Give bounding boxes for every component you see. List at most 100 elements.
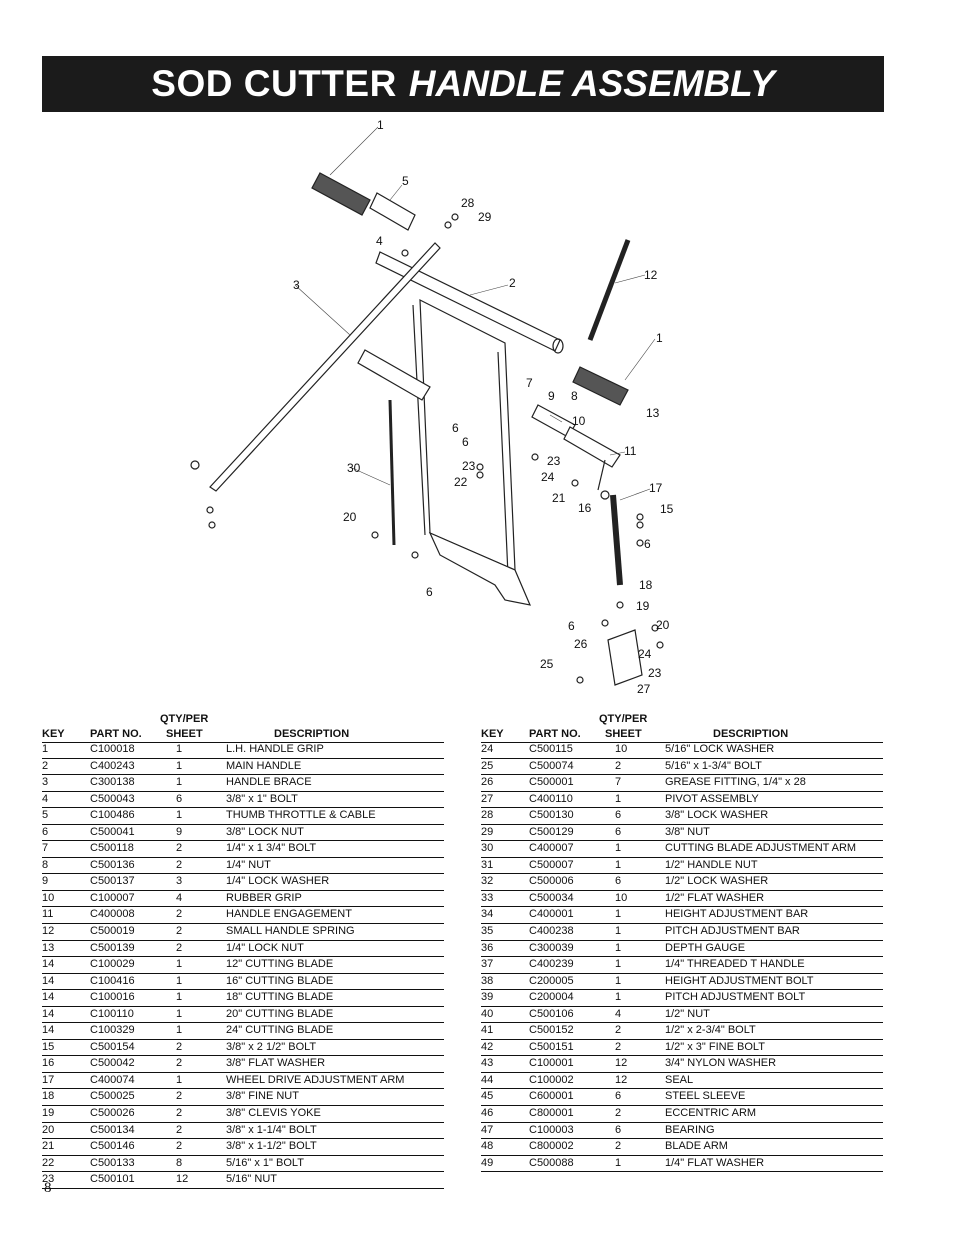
part-number-cell: C500152 — [529, 1024, 574, 1037]
description-cell: 3/8" x 1-1/2" BOLT — [226, 1140, 317, 1153]
callout-23b: 23 — [547, 454, 561, 468]
callout-19: 19 — [636, 599, 650, 613]
parts-table-right: QTY/PER KEY PART NO. SHEET DESCRIPTION 2… — [481, 712, 883, 1173]
part-number-cell: C500019 — [90, 925, 135, 938]
description-cell: 1/2" x 3" FINE BOLT — [665, 1040, 765, 1053]
header-sheet: SHEET — [605, 728, 642, 740]
frame-rails — [412, 304, 509, 576]
table-header: QTY/PER KEY PART NO. SHEET DESCRIPTION — [481, 712, 883, 743]
description-cell: STEEL SLEEVE — [665, 1090, 746, 1103]
qty-cell: 12 — [615, 1057, 628, 1070]
part-number-cell: C100016 — [90, 991, 135, 1004]
key-cell: 22 — [42, 1156, 55, 1169]
hardware-nut — [206, 506, 214, 514]
key-cell: 24 — [481, 743, 494, 755]
part-number-cell: C200004 — [529, 991, 574, 1004]
key-cell: 15 — [42, 1040, 55, 1053]
callout-13: 13 — [646, 406, 660, 420]
part-number-cell: C100486 — [90, 809, 135, 822]
header-description: DESCRIPTION — [713, 728, 789, 740]
part-number-cell: C500130 — [529, 809, 574, 822]
description-cell: 24" CUTTING BLADE — [226, 1024, 334, 1037]
qty-cell: 1 — [176, 759, 183, 772]
hardware-nut — [616, 601, 624, 609]
hardware-bolt — [651, 624, 659, 632]
part-number-cell: C400238 — [529, 925, 574, 938]
key-cell: 14 — [42, 1007, 55, 1020]
callout-1: 1 — [377, 118, 384, 132]
part-number-cell: C500042 — [90, 1057, 135, 1070]
hardware-bolt — [636, 521, 644, 529]
exploded-parts-diagram: 1 5 28 29 4 3 2 12 1 7 9 8 13 10 6 6 11 … — [150, 115, 710, 705]
key-cell: 42 — [481, 1040, 494, 1053]
description-cell: PITCH ADJUSTMENT BOLT — [665, 991, 806, 1004]
description-cell: 1/4" THREADED T HANDLE — [665, 958, 805, 971]
callout-24: 24 — [541, 470, 555, 484]
description-cell: 3/8" x 1-1/4" BOLT — [226, 1123, 317, 1136]
callout-27: 27 — [637, 682, 651, 696]
part-number-cell: C500074 — [529, 759, 574, 772]
key-cell: 44 — [481, 1073, 494, 1086]
key-cell: 20 — [42, 1123, 55, 1136]
callout-16: 16 — [578, 501, 592, 515]
qty-cell: 2 — [176, 1090, 183, 1103]
callout-12: 12 — [644, 268, 658, 282]
callout-20b: 20 — [656, 618, 670, 632]
qty-cell: 6 — [615, 809, 622, 822]
left-grip-shape — [311, 172, 371, 216]
description-cell: BEARING — [665, 1123, 715, 1136]
description-cell: 3/4" NYLON WASHER — [665, 1057, 777, 1070]
callout-25: 25 — [540, 657, 554, 671]
key-cell: 38 — [481, 974, 494, 987]
callout-4: 4 — [376, 234, 383, 248]
qty-cell: 1 — [176, 991, 183, 1004]
part-number-cell: C500137 — [90, 875, 135, 888]
description-cell: 5/16" x 1-3/4" BOLT — [665, 759, 762, 772]
part-number-cell: C500129 — [529, 825, 574, 838]
header-key: KEY — [42, 728, 65, 740]
part-number-cell: C300039 — [529, 941, 574, 954]
callout-2: 2 — [509, 276, 516, 290]
handle-brace-shape — [209, 242, 441, 492]
key-cell: 36 — [481, 941, 494, 954]
callout-29: 29 — [478, 210, 492, 224]
qty-cell: 1 — [615, 958, 622, 971]
description-cell: PITCH ADJUSTMENT BAR — [665, 925, 800, 938]
hardware-washer — [531, 453, 539, 461]
description-cell: 3/8" LOCK WASHER — [665, 809, 769, 822]
key-cell: 6 — [42, 825, 49, 838]
throttle-shape — [369, 192, 416, 231]
description-cell: CUTTING BLADE ADJUSTMENT ARM — [665, 842, 857, 855]
description-cell: SEAL — [665, 1073, 694, 1086]
header-description: DESCRIPTION — [274, 728, 350, 740]
qty-cell: 10 — [615, 743, 628, 755]
description-cell: MAIN HANDLE — [226, 759, 302, 772]
description-cell: 3/8" x 2 1/2" BOLT — [226, 1040, 317, 1053]
qty-cell: 1 — [176, 958, 183, 971]
key-cell: 10 — [42, 891, 55, 904]
part-number-cell: C500134 — [90, 1123, 135, 1136]
part-number-cell: C500006 — [529, 875, 574, 888]
key-cell: 41 — [481, 1024, 494, 1037]
callout-20: 20 — [343, 510, 357, 524]
callout-23c: 23 — [648, 666, 662, 680]
callout-6e: 6 — [568, 619, 575, 633]
description-cell: HANDLE BRACE — [226, 776, 312, 789]
key-cell: 40 — [481, 1007, 494, 1020]
qty-cell: 2 — [615, 1107, 622, 1120]
part-number-cell: C100003 — [529, 1123, 574, 1136]
